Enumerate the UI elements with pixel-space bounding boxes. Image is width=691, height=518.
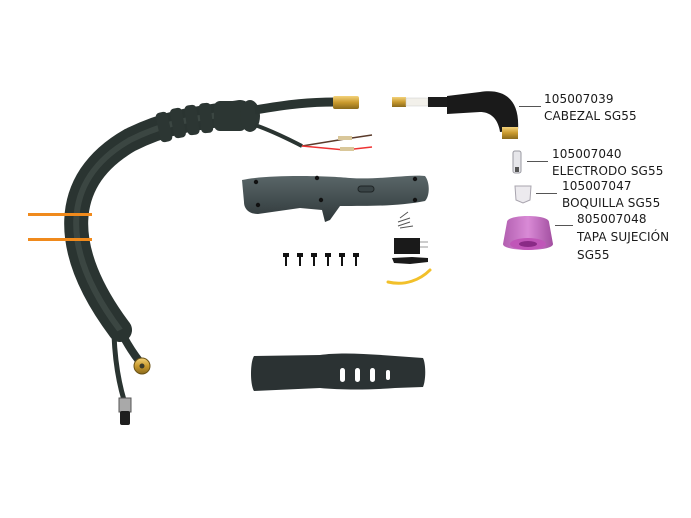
leader-line-boquilla <box>536 193 557 194</box>
part-label-boquilla: 105007047 BOQUILLA SG55 <box>562 178 660 212</box>
cable-break-mark-bottom <box>28 238 92 241</box>
leader-line-electrodo <box>527 161 548 162</box>
yellow-trigger-clip <box>386 268 432 285</box>
part-label-electrodo: 105007040 ELECTRODO SG55 <box>552 146 663 180</box>
part-name-line2: SG55 <box>577 248 610 262</box>
part-name: ELECTRODO SG55 <box>552 164 664 178</box>
leader-line-tapa <box>555 225 573 226</box>
part-code: 105007040 <box>552 147 622 161</box>
strain-relief-sleeve <box>251 353 426 391</box>
part-label-cabezal: 105007039 CABEZAL SG55 <box>544 91 637 125</box>
nozzle <box>514 185 532 204</box>
part-name: CABEZAL SG55 <box>544 109 637 123</box>
part-code: 805007048 <box>577 212 647 226</box>
part-code: 105007039 <box>544 92 614 106</box>
part-name: TAPA SUJECIÓN <box>577 230 670 244</box>
leader-line-cabezal <box>519 106 541 107</box>
torch-head-cabezal <box>392 91 519 139</box>
trigger-spring <box>397 211 414 229</box>
cable-hose-assembly <box>64 96 373 425</box>
micro-switch <box>394 238 428 254</box>
cable-break-mark-top <box>28 213 92 216</box>
switch-lever <box>392 257 428 264</box>
part-label-tapa: 805007048 TAPA SUJECIÓN SG55 <box>577 210 669 264</box>
screws <box>283 253 359 266</box>
part-code: 105007047 <box>562 179 632 193</box>
brass-fitting-icon <box>333 96 359 109</box>
retaining-cap <box>503 216 553 250</box>
handle-grip <box>242 175 429 222</box>
electrode <box>512 150 522 174</box>
control-plug-icon <box>118 397 132 413</box>
part-name: BOQUILLA SG55 <box>562 196 661 210</box>
